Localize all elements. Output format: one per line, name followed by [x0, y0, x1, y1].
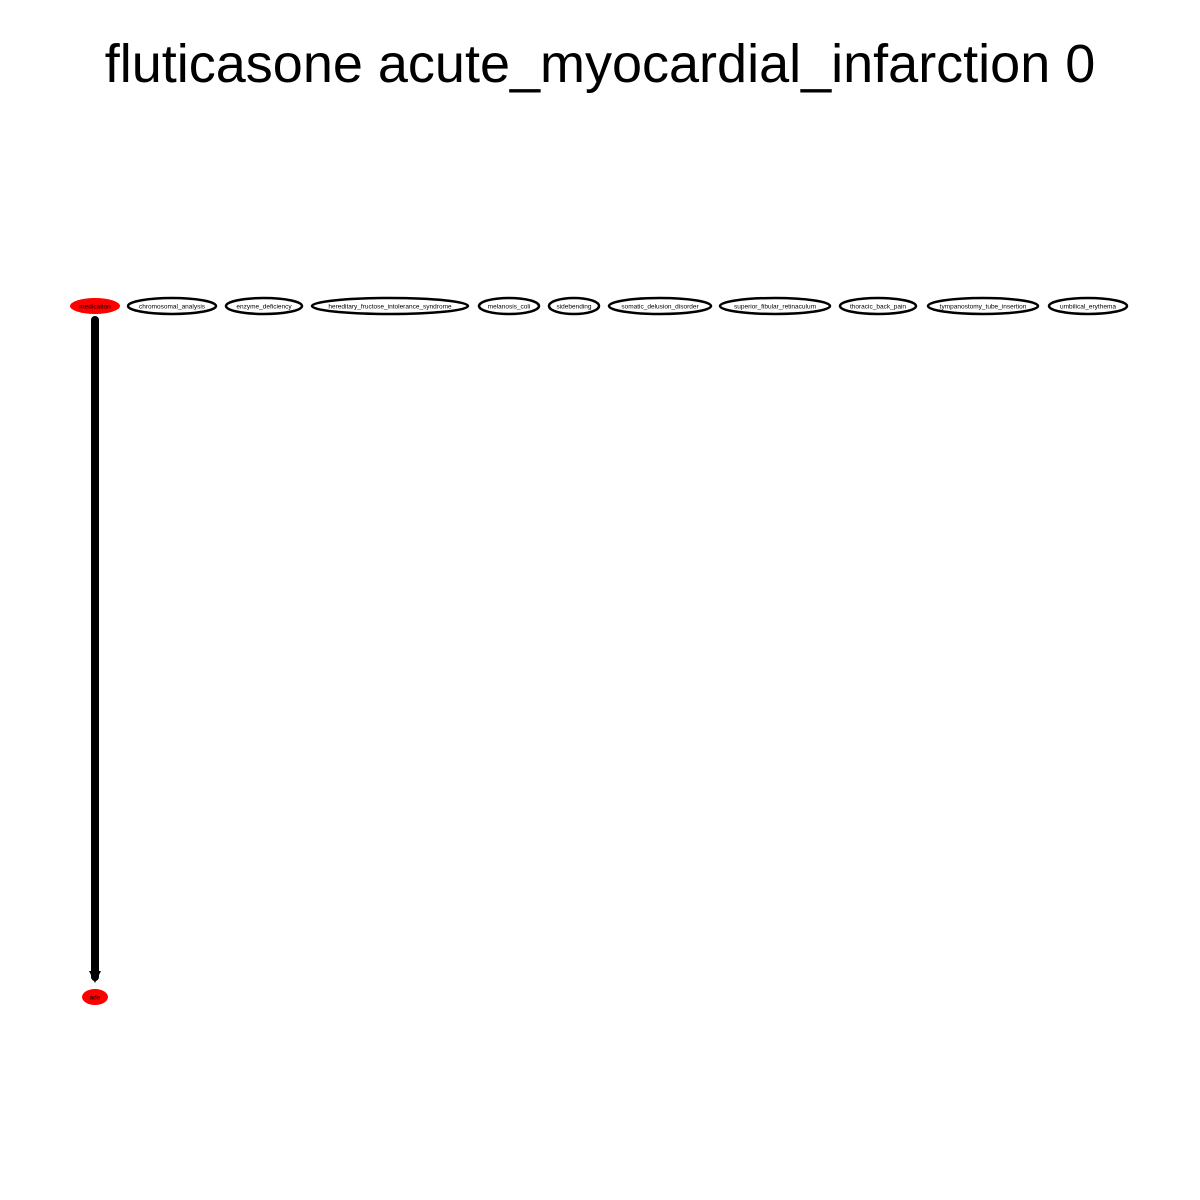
node-somatic-delusion-disorder: somatic_delusion_disorder	[607, 296, 713, 316]
nodes-layer: medication chromosomal_analysis enzyme_def…	[70, 296, 1129, 1005]
node-label: enzyme_deficiency	[236, 303, 292, 310]
node-label: somatic_delusion_disorder	[621, 303, 699, 310]
page-title: fluticasone acute_myocardial_infarction …	[104, 34, 1096, 94]
node-shape	[82, 989, 108, 1005]
node-shape	[718, 296, 832, 316]
node-sidebending: sidebending	[547, 296, 601, 316]
node-medication: medication	[70, 298, 120, 314]
node-thoracic-back-pain: thoracic_back_pain	[838, 296, 918, 316]
node-hereditary-fructose-intolerance-syndrome: hereditary_fructose_intolerance_syndrome	[310, 296, 470, 316]
edges-layer	[89, 316, 101, 983]
node-shape	[477, 296, 541, 316]
edge-arrowhead	[89, 971, 101, 983]
node-shape	[1047, 296, 1129, 316]
node-shape	[310, 296, 470, 316]
node-superior-fibular-retinaculum: superior_fibular_retinaculum	[718, 296, 832, 316]
node-label: hereditary_fructose_intolerance_syndrome	[328, 303, 452, 310]
node-label: ade	[90, 994, 101, 1001]
node-ade: ade	[82, 989, 108, 1005]
node-chromosomal-analysis: chromosomal_analysis	[126, 296, 218, 316]
node-label: thoracic_back_pain	[850, 303, 906, 310]
node-label: tympanostomy_tube_insertion	[940, 303, 1027, 310]
node-label: medication	[79, 303, 111, 310]
node-shape	[547, 296, 601, 316]
node-umbilical-erythema: umbilical_erythema	[1047, 296, 1129, 316]
node-shape	[70, 298, 120, 314]
node-enzyme-deficiency: enzyme_deficiency	[224, 296, 304, 316]
node-shape	[838, 296, 918, 316]
node-label: superior_fibular_retinaculum	[734, 303, 816, 310]
node-shape	[926, 296, 1040, 316]
node-tympanostomy-tube-insertion: tympanostomy_tube_insertion	[926, 296, 1040, 316]
node-label: sidebending	[556, 303, 591, 310]
node-label: chromosomal_analysis	[139, 303, 206, 310]
node-shape	[126, 296, 218, 316]
node-melanosis-coli: melanosis_coli	[477, 296, 541, 316]
node-shape	[607, 296, 713, 316]
edge-medication-to-ade	[89, 316, 101, 983]
node-shape	[224, 296, 304, 316]
node-label: umbilical_erythema	[1060, 303, 1116, 310]
node-label: melanosis_coli	[488, 303, 531, 310]
